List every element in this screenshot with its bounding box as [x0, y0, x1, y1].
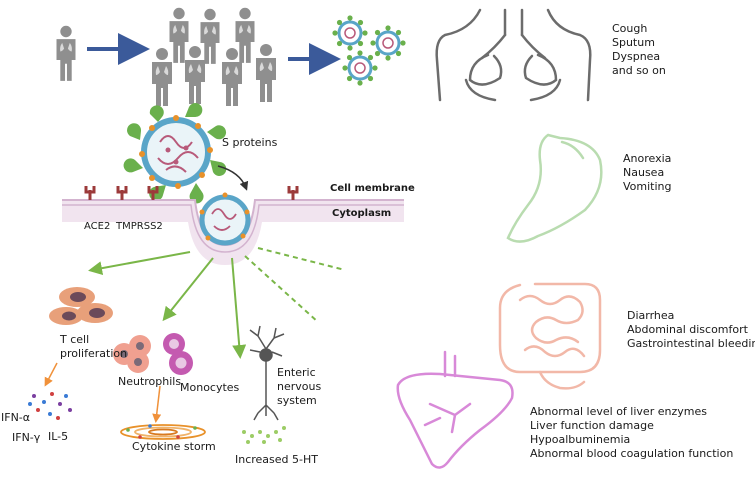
ifn-gamma-label: IFN-γ — [12, 431, 41, 444]
virus-in-endosome — [199, 192, 251, 246]
respiratory-symptoms: Cough Sputum Dyspnea and so on — [612, 22, 666, 78]
stomach-symptoms: Anorexia Nausea Vomiting — [623, 152, 672, 194]
intestine-symptom-bleeding: Gastrointestinal bleeding — [627, 337, 755, 350]
ace2-label: ACE2 — [84, 221, 111, 232]
respiratory-symptom-more: and so on — [612, 64, 666, 77]
enteric-neuron-icon — [249, 325, 285, 421]
intestine-symptom-diarrhea: Diarrhea — [627, 309, 675, 322]
increased-5ht-label: Increased 5-HT — [235, 453, 318, 466]
t-cell-label-line1: T cell — [60, 333, 90, 346]
cytokine-storm-spiral-icon — [120, 424, 206, 440]
s-proteins-label: S proteins — [222, 136, 278, 149]
stomach-symptom-vomiting: Vomiting — [623, 180, 672, 193]
entry-arrow — [217, 165, 249, 191]
ace2-receptor-icons — [84, 186, 299, 200]
respiratory-symptom-dyspnea: Dyspnea — [612, 50, 661, 63]
tmprss2-label: TMPRSS2 — [116, 221, 163, 232]
monocytes-icon — [163, 333, 193, 375]
lungs-icon — [435, 8, 592, 102]
single-person-icon — [56, 25, 76, 81]
cytokine-storm-dots — [126, 424, 197, 439]
serotonin-dots — [242, 426, 286, 444]
il5-label: IL-5 — [48, 430, 69, 443]
virus-particles-icon — [330, 13, 408, 88]
liver-symptom-enzymes: Abnormal level of liver enzymes — [530, 405, 707, 418]
t-cell-cytokine-arrow — [44, 362, 58, 387]
crowd-people-icon — [152, 7, 276, 106]
neutrophils-icon — [113, 335, 151, 373]
liver-icon — [396, 350, 514, 469]
cell-membrane-label: Cell membrane — [330, 183, 415, 194]
pathway-arrows — [88, 247, 346, 359]
immune-cytokine-arrow — [152, 385, 162, 423]
enteric-label-line2: nervous — [277, 380, 322, 393]
enteric-nervous-system-label: Enteric nervous system — [277, 366, 321, 408]
cytokine-dots-icon — [28, 392, 72, 420]
monocytes-label: Monocytes — [180, 381, 240, 394]
enteric-label-line1: Enteric — [277, 366, 316, 379]
respiratory-symptom-cough: Cough — [612, 22, 648, 35]
ifn-alpha-label: IFN-α — [1, 411, 31, 424]
enteric-label-line3: system — [277, 394, 317, 407]
respiratory-symptom-sputum: Sputum — [612, 36, 655, 49]
t-cell-label-line2: proliferation — [60, 347, 128, 360]
liver-symptoms: Abnormal level of liver enzymes Liver fu… — [530, 405, 733, 461]
cytoplasm-label: Cytoplasm — [332, 208, 392, 219]
intestine-icon — [498, 282, 602, 390]
intestine-symptom-abdominal: Abdominal discomfort — [627, 323, 748, 336]
intestine-symptoms: Diarrhea Abdominal discomfort Gastrointe… — [627, 309, 755, 351]
liver-symptom-coagulation: Abnormal blood coagulation function — [530, 447, 734, 460]
liver-symptom-albumin: Hypoalbuminemia — [530, 433, 631, 446]
t-cells-icon — [49, 287, 113, 325]
stomach-symptom-anorexia: Anorexia — [623, 152, 672, 165]
t-cell-label: T cell proliferation — [60, 333, 127, 361]
stomach-symptom-nausea: Nausea — [623, 166, 665, 179]
neutrophils-label: Neutrophils — [118, 375, 182, 388]
liver-symptom-function: Liver function damage — [530, 419, 654, 432]
virus-with-s-proteins — [123, 103, 227, 204]
stomach-icon — [506, 133, 603, 243]
cytokine-storm-label: Cytokine storm — [132, 440, 216, 453]
